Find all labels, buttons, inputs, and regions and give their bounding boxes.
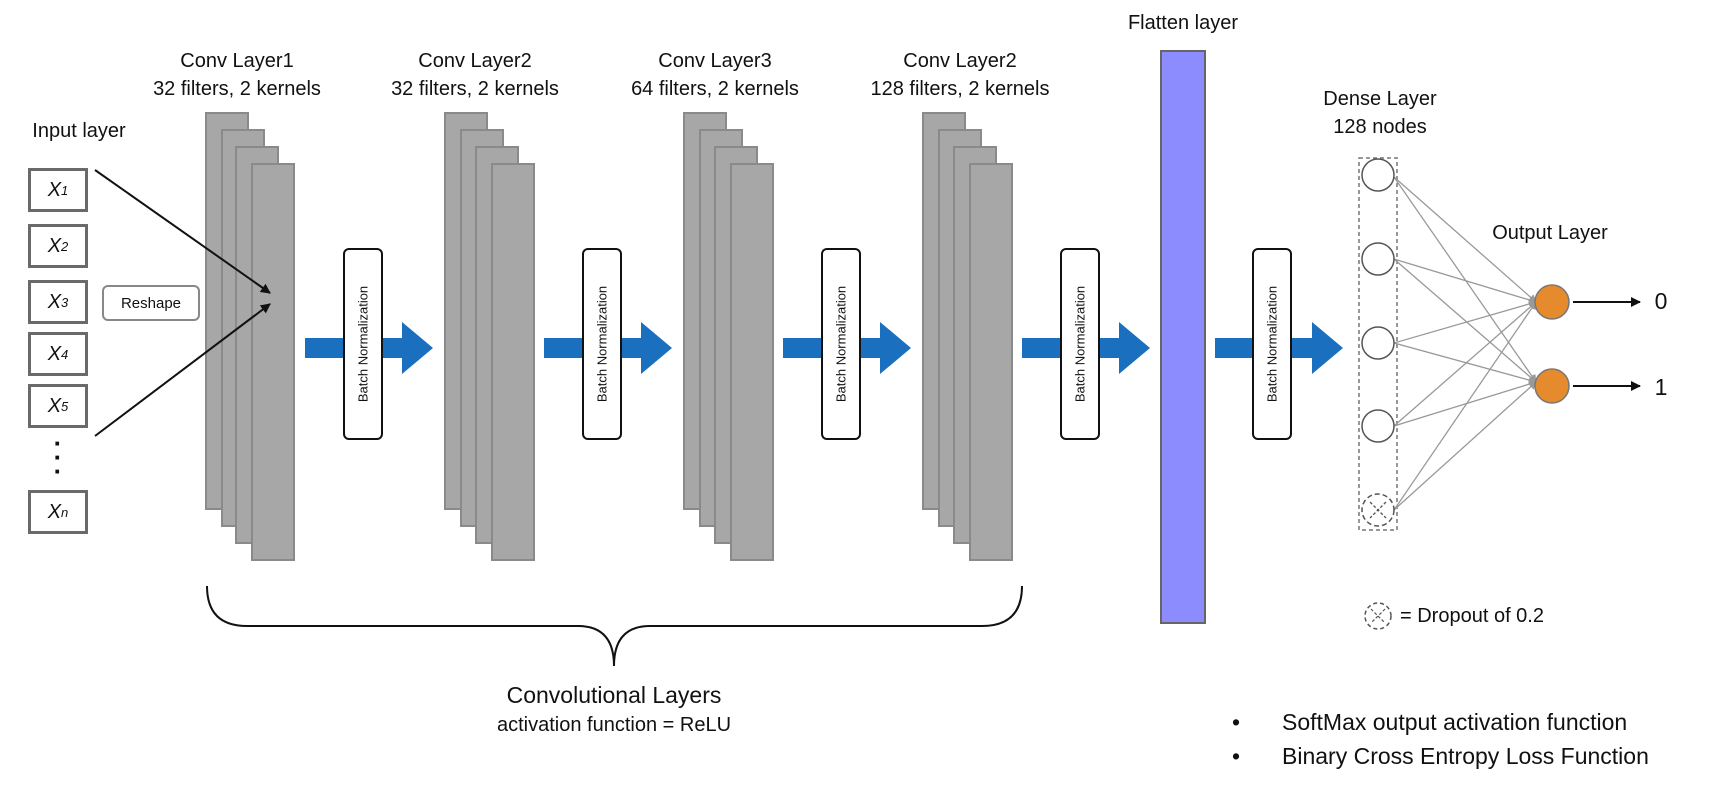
connection-line (1393, 301, 1537, 427)
connection-line (1393, 301, 1537, 511)
conv-group-subtitle: activation function = ReLU (496, 714, 732, 736)
connection-line (1393, 342, 1537, 385)
conv-layer-2-name: Conv Layer2 (418, 50, 532, 72)
connection-line (1393, 380, 1537, 427)
batch-norm-box-4: Batch Normalization (1060, 248, 1100, 440)
note-text: SoftMax output activation function (1282, 709, 1628, 735)
output-node-0 (1534, 284, 1570, 320)
connection-line (1393, 258, 1537, 383)
conv-4-filter-plate (969, 163, 1013, 561)
connection-line (1393, 381, 1537, 511)
dropout-legend-text: = Dropout of 0.2 (1400, 605, 1544, 627)
dense-output-connections (1393, 176, 1537, 511)
batch-norm-label: Batch Normalization (1264, 285, 1280, 403)
batch-norm-box-2: Batch Normalization (582, 248, 622, 440)
flatten-layer-title: Flatten layer (1127, 12, 1239, 34)
reshape-arrow-bottom (94, 303, 271, 437)
dense-layer-name: Dense Layer (1323, 88, 1437, 110)
input-ellipsis: · · · (53, 428, 63, 486)
batch-norm-box-3: Batch Normalization (821, 248, 861, 440)
conv-layer-4-spec: 128 filters, 2 kernels (870, 78, 1050, 100)
conv-group-title: Convolutional Layers (506, 682, 722, 708)
batch-norm-box-5: Batch Normalization (1252, 248, 1292, 440)
conv-2-filter-plate (491, 163, 535, 561)
batch-norm-label: Batch Normalization (833, 285, 849, 403)
conv-1-filter-plate (251, 163, 295, 561)
input-layer-title: Input layer (32, 120, 126, 142)
connection-line (1393, 258, 1537, 304)
connection-line (1393, 176, 1537, 383)
output-class-1: 1 (1654, 374, 1668, 400)
dense-node (1361, 158, 1395, 192)
conv-layer-2-spec: 32 filters, 2 kernels (391, 78, 559, 100)
note-item: •Binary Cross Entropy Loss Function (1232, 743, 1649, 769)
reshape-arrow-top (94, 169, 271, 294)
dropout-legend-icon (1364, 602, 1392, 630)
output-layer-title: Output Layer (1492, 222, 1608, 244)
dense-dropout-node (1361, 493, 1395, 527)
batch-norm-label: Batch Normalization (355, 285, 371, 403)
batch-norm-label: Batch Normalization (1072, 285, 1088, 403)
output-class-0: 0 (1654, 288, 1668, 314)
conv-layer-4-name: Conv Layer2 (903, 50, 1017, 72)
batch-norm-box-1: Batch Normalization (343, 248, 383, 440)
connection-line (1393, 176, 1537, 303)
output-node-1 (1534, 368, 1570, 404)
connection-line (1393, 300, 1537, 344)
conv-layer-1-name: Conv Layer1 (180, 50, 294, 72)
conv-layer-3-spec: 64 filters, 2 kernels (631, 78, 799, 100)
dense-layer-spec: 128 nodes (1333, 116, 1427, 138)
conv-3-filter-plate (730, 163, 774, 561)
note-text: Binary Cross Entropy Loss Function (1282, 743, 1649, 769)
dense-node (1361, 326, 1395, 360)
flatten-layer-bar (1160, 50, 1206, 624)
batch-norm-label: Batch Normalization (594, 285, 610, 403)
reshape-box: Reshape (102, 285, 200, 321)
dense-node (1361, 242, 1395, 276)
conv-layer-1-spec: 32 filters, 2 kernels (153, 78, 321, 100)
conv-layers-brace (206, 585, 1023, 667)
conv-layer-3-name: Conv Layer3 (658, 50, 772, 72)
dense-node (1361, 409, 1395, 443)
note-item: •SoftMax output activation function (1232, 709, 1628, 735)
